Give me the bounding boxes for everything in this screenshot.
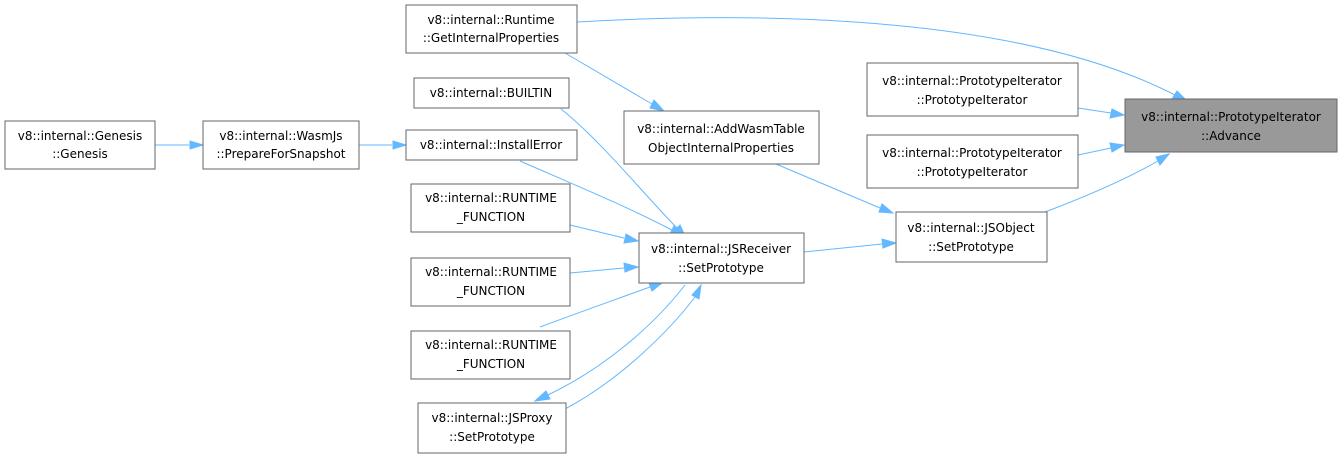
edge-jsproxy-to-jsreceiver [564, 283, 702, 410]
node-label-line2: ::Advance [1201, 129, 1261, 143]
node-runtime-get-internal-properties[interactable]: v8::internal::Runtime ::GetInternalPrope… [405, 4, 578, 54]
node-label-line2: ::SetPrototype [449, 430, 535, 444]
node-runtime-function-3[interactable]: v8::internal::RUNTIME _FUNCTION [410, 330, 571, 380]
node-jsproxy-set-prototype[interactable]: v8::internal::JSProxy ::SetPrototype [417, 402, 567, 454]
node-runtime-function-2[interactable]: v8::internal::RUNTIME _FUNCTION [410, 257, 571, 307]
edge-prototype-iterator-1-to-advance [1077, 107, 1126, 119]
node-label-line1: v8::internal::PrototypeIterator [882, 146, 1062, 160]
node-label-line1: v8::internal::RUNTIME [425, 191, 557, 205]
node-label-line1: v8::internal::PrototypeIterator [1141, 110, 1321, 124]
node-label-line2: ::GetInternalProperties [423, 31, 559, 45]
node-jsobject-set-prototype[interactable]: v8::internal::JSObject ::SetPrototype [895, 211, 1048, 263]
edge-prototype-iterator-2-to-advance [1077, 142, 1126, 156]
node-prototype-iterator-constructor-2[interactable]: v8::internal::PrototypeIterator ::Protot… [866, 134, 1079, 189]
edge-add-wasm-table-to-jsobject [775, 163, 895, 214]
node-runtime-function-1[interactable]: v8::internal::RUNTIME _FUNCTION [410, 183, 571, 233]
node-label-line1: v8::internal::BUILTIN [430, 86, 552, 100]
node-label-line1: v8::internal::AddWasmTable [637, 122, 805, 136]
edge-prepare-for-snapshot-to-install-error [359, 140, 408, 150]
node-jsreceiver-set-prototype[interactable]: v8::internal::JSReceiver ::SetPrototype [638, 232, 805, 284]
node-label-line2: _FUNCTION [456, 284, 525, 298]
node-prototype-iterator-constructor-1[interactable]: v8::internal::PrototypeIterator ::Protot… [866, 62, 1079, 117]
node-label-line2: ::PrepareForSnapshot [216, 147, 345, 161]
node-label-line2: ::Genesis [52, 147, 108, 161]
edge-get-internal-properties-to-add-wasm-table [564, 52, 666, 112]
node-label-line1: v8::internal::Genesis [18, 129, 142, 143]
node-label-line1: v8::internal::RUNTIME [425, 265, 557, 279]
edge-jsobject-to-advance [1044, 153, 1171, 213]
edge-jsreceiver-to-jsproxy [533, 284, 686, 402]
node-genesis[interactable]: v8::internal::Genesis ::Genesis [4, 120, 156, 170]
node-label-line2: ::PrototypeIterator [917, 93, 1028, 107]
node-builtin[interactable]: v8::internal::BUILTIN [413, 77, 570, 109]
node-add-wasm-table-object-internal-properties[interactable]: v8::internal::AddWasmTable ObjectInterna… [623, 110, 820, 165]
edge-jsreceiver-to-jsobject [803, 238, 898, 253]
node-label-line1: v8::internal::InstallError [420, 138, 562, 152]
node-label-line1: v8::internal::JSReceiver [651, 242, 791, 256]
node-label-line1: v8::internal::WasmJs [219, 129, 342, 143]
edge-runtime-function-1-to-jsreceiver [569, 224, 640, 244]
node-label-line2: ::SetPrototype [928, 240, 1014, 254]
node-install-error[interactable]: v8::internal::InstallError [405, 129, 578, 161]
node-label-line1: v8::internal::Runtime [427, 13, 554, 27]
node-label-line2: ObjectInternalProperties [648, 141, 794, 155]
edge-runtime-function-2-to-jsreceiver [569, 262, 640, 274]
node-label-line2: ::SetPrototype [678, 261, 764, 275]
node-label-line2: ::PrototypeIterator [917, 165, 1028, 179]
node-label-line1: v8::internal::JSObject [907, 221, 1034, 235]
edge-genesis-to-prepare-for-snapshot [155, 140, 205, 150]
node-label-line1: v8::internal::RUNTIME [425, 338, 557, 352]
node-label-line2: _FUNCTION [456, 357, 525, 371]
node-label-line2: _FUNCTION [456, 210, 525, 224]
node-prototype-iterator-advance[interactable]: v8::internal::PrototypeIterator ::Advanc… [1124, 98, 1338, 153]
node-label-line1: v8::internal::PrototypeIterator [882, 74, 1062, 88]
node-wasmjs-prepare-for-snapshot[interactable]: v8::internal::WasmJs ::PrepareForSnapsho… [202, 120, 360, 170]
node-label-line1: v8::internal::JSProxy [432, 411, 553, 425]
